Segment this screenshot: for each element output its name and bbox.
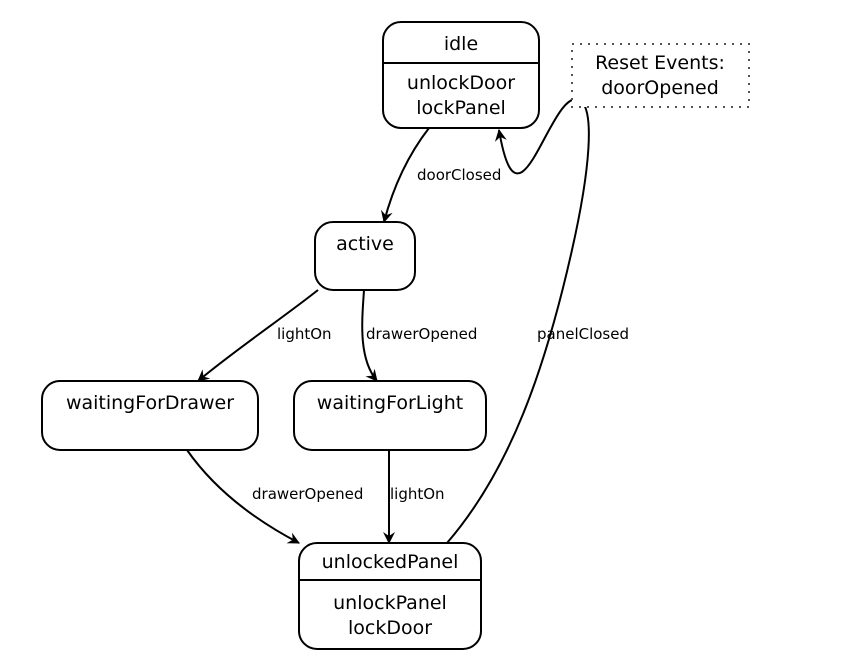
state-box — [314, 221, 416, 291]
note-box — [571, 43, 750, 108]
state-box — [293, 380, 487, 451]
state-name: idle — [444, 33, 478, 55]
edge-label-panel-closed: panelClosed — [537, 325, 629, 343]
state-action: lockDoor — [348, 617, 432, 639]
state-waiting-for-drawer: waitingForDrawer — [41, 380, 259, 451]
edge-label-door-closed: doorClosed — [417, 166, 501, 184]
state-waiting-for-light: waitingForLight — [293, 380, 487, 451]
edge-label-drawer-opened: drawerOpened — [252, 485, 363, 503]
transition-arrow — [361, 289, 378, 382]
state-box — [298, 542, 482, 650]
transition-active-to-waiting-for-light — [361, 289, 378, 382]
state-name: waitingForDrawer — [66, 392, 234, 414]
state-active: active — [314, 221, 416, 291]
state-box — [41, 380, 259, 451]
note-event: doorOpened — [601, 77, 719, 99]
edge-label-drawer-opened: drawerOpened — [366, 325, 477, 343]
note-title: Reset Events: — [595, 52, 725, 74]
state-action: unlockPanel — [333, 592, 447, 614]
transition-idle-to-active — [380, 127, 430, 223]
transition-arrow — [186, 449, 300, 544]
edge-label-light-on: lightOn — [277, 325, 332, 343]
transition-unlocked-panel-to-idle — [446, 98, 590, 544]
state-name: unlockedPanel — [322, 551, 459, 573]
transition-active-to-waiting-for-drawer — [197, 289, 319, 382]
state-action: lockPanel — [416, 97, 506, 119]
state-idle: idle unlockDoor lockPanel — [382, 21, 540, 129]
transition-arrow — [197, 289, 319, 382]
edge-label-light-on: lightOn — [390, 485, 445, 503]
transition-arrow — [446, 98, 590, 544]
reset-events-note: Reset Events: doorOpened — [571, 43, 750, 108]
transition-arrow — [380, 127, 430, 223]
state-action: unlockDoor — [407, 72, 515, 94]
state-name: waitingForLight — [317, 392, 463, 414]
state-box — [382, 21, 540, 129]
state-name: active — [336, 233, 394, 255]
state-unlocked-panel: unlockedPanel unlockPanel lockDoor — [298, 542, 482, 650]
transition-waiting-for-drawer-to-unlocked-panel — [186, 449, 300, 544]
